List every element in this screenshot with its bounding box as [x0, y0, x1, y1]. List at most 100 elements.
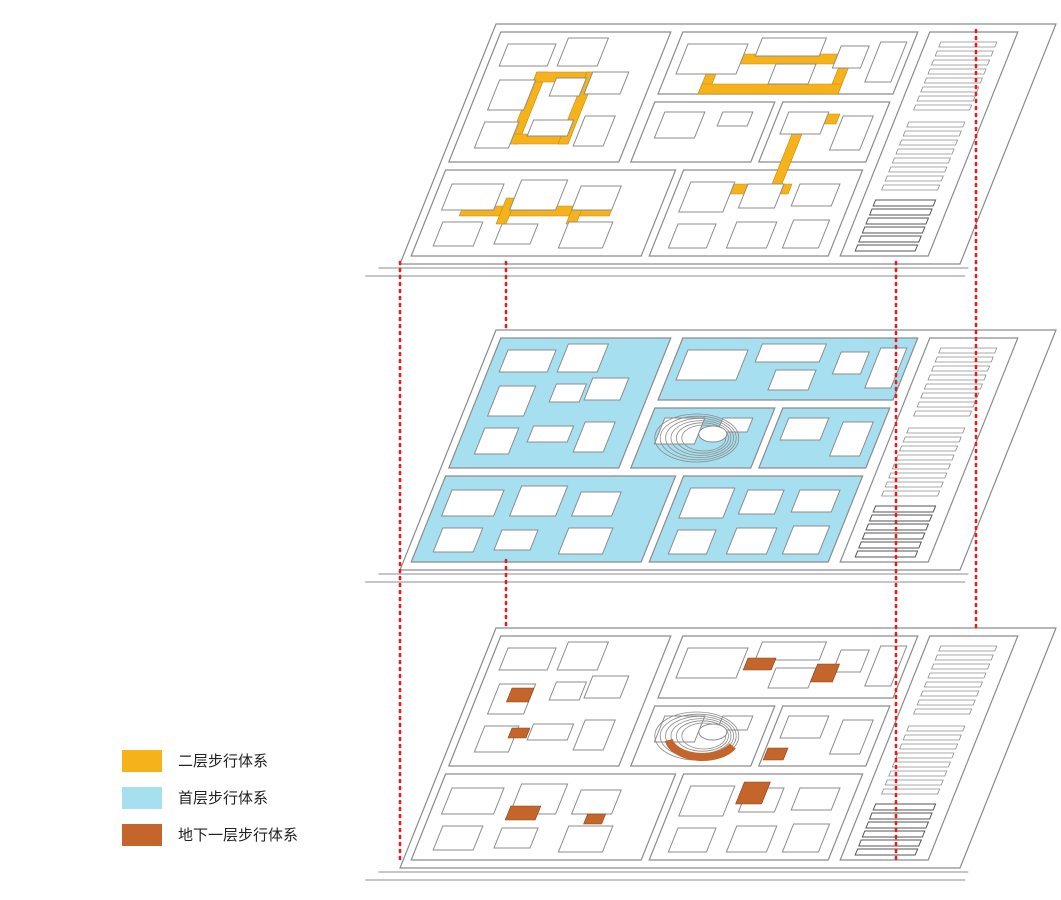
building [754, 641, 828, 661]
building [675, 43, 749, 75]
basement-passage [809, 663, 841, 683]
building [678, 487, 736, 519]
legend-label-ground-floor: 首层步行体系 [178, 789, 269, 807]
basement-passage [742, 657, 777, 671]
building [790, 787, 841, 811]
building [498, 349, 557, 373]
building [653, 111, 706, 139]
building [548, 77, 588, 97]
building [675, 349, 749, 381]
building [831, 45, 870, 69]
building [493, 529, 539, 551]
building [473, 121, 520, 149]
building [493, 223, 539, 245]
basement-passage [583, 813, 607, 825]
building [737, 183, 785, 209]
building [864, 41, 908, 83]
building [440, 183, 505, 211]
building [473, 427, 520, 455]
building [725, 825, 778, 853]
building [767, 667, 817, 689]
building [678, 785, 736, 817]
building [828, 421, 874, 457]
basement-passage [762, 747, 789, 761]
legend-swatch-second-floor [122, 750, 162, 772]
legend-swatch-basement [122, 824, 162, 846]
road-lines [365, 573, 969, 583]
legend-label-second-floor: 二层步行体系 [178, 752, 269, 770]
building [432, 527, 484, 553]
building [725, 221, 778, 249]
building [440, 489, 505, 517]
layer-second-floor [365, 23, 1057, 277]
walkway-segment [697, 83, 843, 95]
city-block [629, 101, 776, 163]
building [781, 219, 831, 249]
building [526, 425, 575, 443]
building [667, 223, 717, 249]
building [754, 343, 828, 363]
building [790, 183, 841, 207]
building [675, 647, 749, 679]
building [864, 347, 908, 389]
road-lines [365, 267, 969, 277]
building [556, 641, 610, 671]
residential-blocks [854, 41, 998, 252]
building [716, 111, 754, 127]
basement-passage [507, 727, 531, 739]
legend-label-basement: 地下一层步行体系 [178, 826, 299, 844]
building [557, 221, 614, 249]
building [432, 221, 484, 247]
building [583, 675, 630, 699]
building [583, 377, 630, 401]
building [486, 385, 537, 417]
building [831, 351, 870, 375]
basement-passage [504, 805, 542, 821]
building [473, 725, 520, 753]
building [678, 181, 736, 213]
plaza-circle [654, 413, 740, 463]
building [737, 489, 785, 515]
building [486, 79, 537, 111]
building [781, 823, 831, 853]
building [526, 723, 575, 741]
building [779, 715, 830, 739]
building [779, 417, 830, 441]
building [572, 719, 616, 751]
buildings [432, 343, 908, 555]
road-lines [365, 871, 969, 881]
building [828, 719, 874, 755]
layer-basement [365, 627, 1057, 881]
basement-passage [505, 687, 535, 703]
building [828, 115, 874, 151]
basement-passage [735, 781, 771, 805]
building [570, 789, 622, 815]
building [570, 185, 622, 211]
building [781, 525, 831, 555]
building [779, 111, 830, 135]
building [432, 825, 484, 851]
building [767, 63, 817, 85]
building [440, 787, 505, 815]
building [548, 383, 588, 403]
building [548, 681, 588, 701]
building [667, 827, 717, 853]
layer-ground-floor [365, 329, 1057, 583]
basement-passages [504, 657, 841, 825]
building [767, 369, 817, 391]
legend-swatch-ground-floor [122, 787, 162, 809]
building [557, 825, 614, 853]
building [754, 37, 828, 57]
residential-blocks [854, 645, 998, 856]
building [570, 491, 622, 517]
building [526, 119, 575, 137]
building [498, 647, 557, 671]
vertical-alignment-connectors [398, 28, 978, 862]
building [557, 527, 614, 555]
building [583, 71, 630, 95]
building [498, 43, 557, 67]
building [556, 343, 610, 373]
building [667, 529, 717, 555]
building [508, 179, 569, 211]
